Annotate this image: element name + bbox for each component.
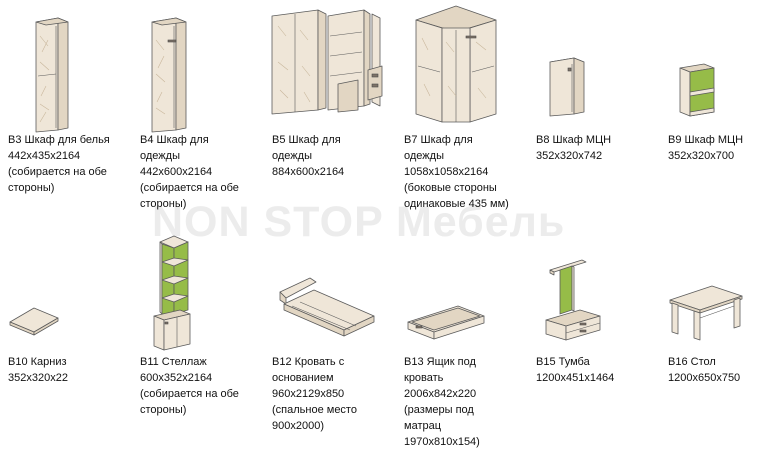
b11-shelving-image[interactable] (148, 235, 198, 352)
b5-line-2: одежды (272, 150, 312, 162)
b11-line-2: 600x352x2164 (140, 372, 213, 384)
b9-cabinet-image[interactable] (676, 62, 720, 118)
b10-caption: B10 Карниз 352x320x22 (8, 354, 136, 386)
b15-tv-stand-image[interactable] (542, 254, 608, 344)
b4-line-2: одежды (140, 150, 180, 162)
b12-line-3: 960x2129x850 (272, 388, 345, 400)
b13-line-2: кровать (404, 372, 444, 384)
b4-wardrobe-image[interactable] (150, 16, 190, 134)
b7-line-3: 1058x1058x2164 (404, 166, 489, 178)
b12-line-1: B12 Кровать с (272, 356, 345, 368)
b4-line-5: стороны) (140, 198, 187, 210)
b16-line-2: 1200x650x750 (668, 372, 741, 384)
b9-caption: B9 Шкаф МЦН 352x320x700 (668, 132, 766, 164)
b8-line-1: B8 Шкаф МЦН (536, 134, 612, 146)
b3-line-2: 442x435x2164 (8, 150, 81, 162)
b15-line-2: 1200x451x1464 (536, 372, 615, 384)
b3-line-3: (собирается на обе (8, 166, 107, 178)
b12-line-4: (спальное место (272, 404, 357, 416)
b5-line-3: 884x600x2164 (272, 166, 345, 178)
b7-caption: B7 Шкаф для одежды 1058x1058x2164 (боков… (404, 132, 532, 212)
b16-caption: B16 Стол 1200x650x750 (668, 354, 766, 386)
b5-line-1: B5 Шкаф для (272, 134, 341, 146)
b11-line-3: (собирается на обе (140, 388, 239, 400)
b10-line-1: B10 Карниз (8, 356, 67, 368)
b3-caption: B3 Шкаф для белья 442x435x2164 (собирает… (8, 132, 136, 196)
b9-line-2: 352x320x700 (668, 150, 735, 162)
b7-corner-wardrobe-image[interactable] (412, 2, 502, 126)
b13-caption: B13 Ящик под кровать 2006x842x220 (разме… (404, 354, 532, 450)
b7-line-1: B7 Шкаф для (404, 134, 473, 146)
b15-caption: B15 Тумба 1200x451x1464 (536, 354, 664, 386)
b4-line-3: 442x600x2164 (140, 166, 213, 178)
b11-caption: B11 Стеллаж 600x352x2164 (собирается на … (140, 354, 268, 418)
b5-wardrobe-image[interactable] (268, 6, 388, 118)
b3-line-1: B3 Шкаф для белья (8, 134, 110, 146)
b13-line-3: 2006x842x220 (404, 388, 477, 400)
b16-desk-image[interactable] (666, 278, 746, 342)
b13-line-1: B13 Ящик под (404, 356, 476, 368)
b4-caption: B4 Шкаф для одежды 442x600x2164 (собирае… (140, 132, 268, 212)
b4-line-1: B4 Шкаф для (140, 134, 209, 146)
b13-under-bed-drawer-image[interactable] (404, 302, 488, 342)
b9-line-1: B9 Шкаф МЦН (668, 134, 744, 146)
b5-caption: B5 Шкаф для одежды 884x600x2164 (272, 132, 400, 180)
b13-line-6: 1970x810x154) (404, 436, 480, 448)
b8-cabinet-image[interactable] (546, 56, 590, 118)
b12-line-2: основанием (272, 372, 334, 384)
b7-line-4: (боковые стороны (404, 182, 497, 194)
b3-line-4: стороны) (8, 182, 55, 194)
b12-caption: B12 Кровать с основанием 960x2129x850 (с… (272, 354, 400, 434)
b8-line-2: 352x320x742 (536, 150, 603, 162)
b7-line-5: одинаковые 435 мм) (404, 198, 509, 210)
b12-bed-image[interactable] (270, 270, 380, 344)
b10-line-2: 352x320x22 (8, 372, 68, 384)
b12-line-5: 900x2000) (272, 420, 324, 432)
b16-line-1: B16 Стол (668, 356, 716, 368)
b10-cornice-image[interactable] (8, 304, 68, 338)
b11-line-1: B11 Стеллаж (140, 356, 207, 368)
b7-line-2: одежды (404, 150, 444, 162)
b13-line-5: матрац (404, 420, 442, 432)
b13-line-4: (размеры под (404, 404, 474, 416)
b15-line-1: B15 Тумба (536, 356, 590, 368)
b8-caption: B8 Шкаф МЦН 352x320x742 (536, 132, 664, 164)
b11-line-4: стороны) (140, 404, 187, 416)
b3-wardrobe-image[interactable] (34, 16, 74, 134)
b4-line-4: (собирается на обе (140, 182, 239, 194)
